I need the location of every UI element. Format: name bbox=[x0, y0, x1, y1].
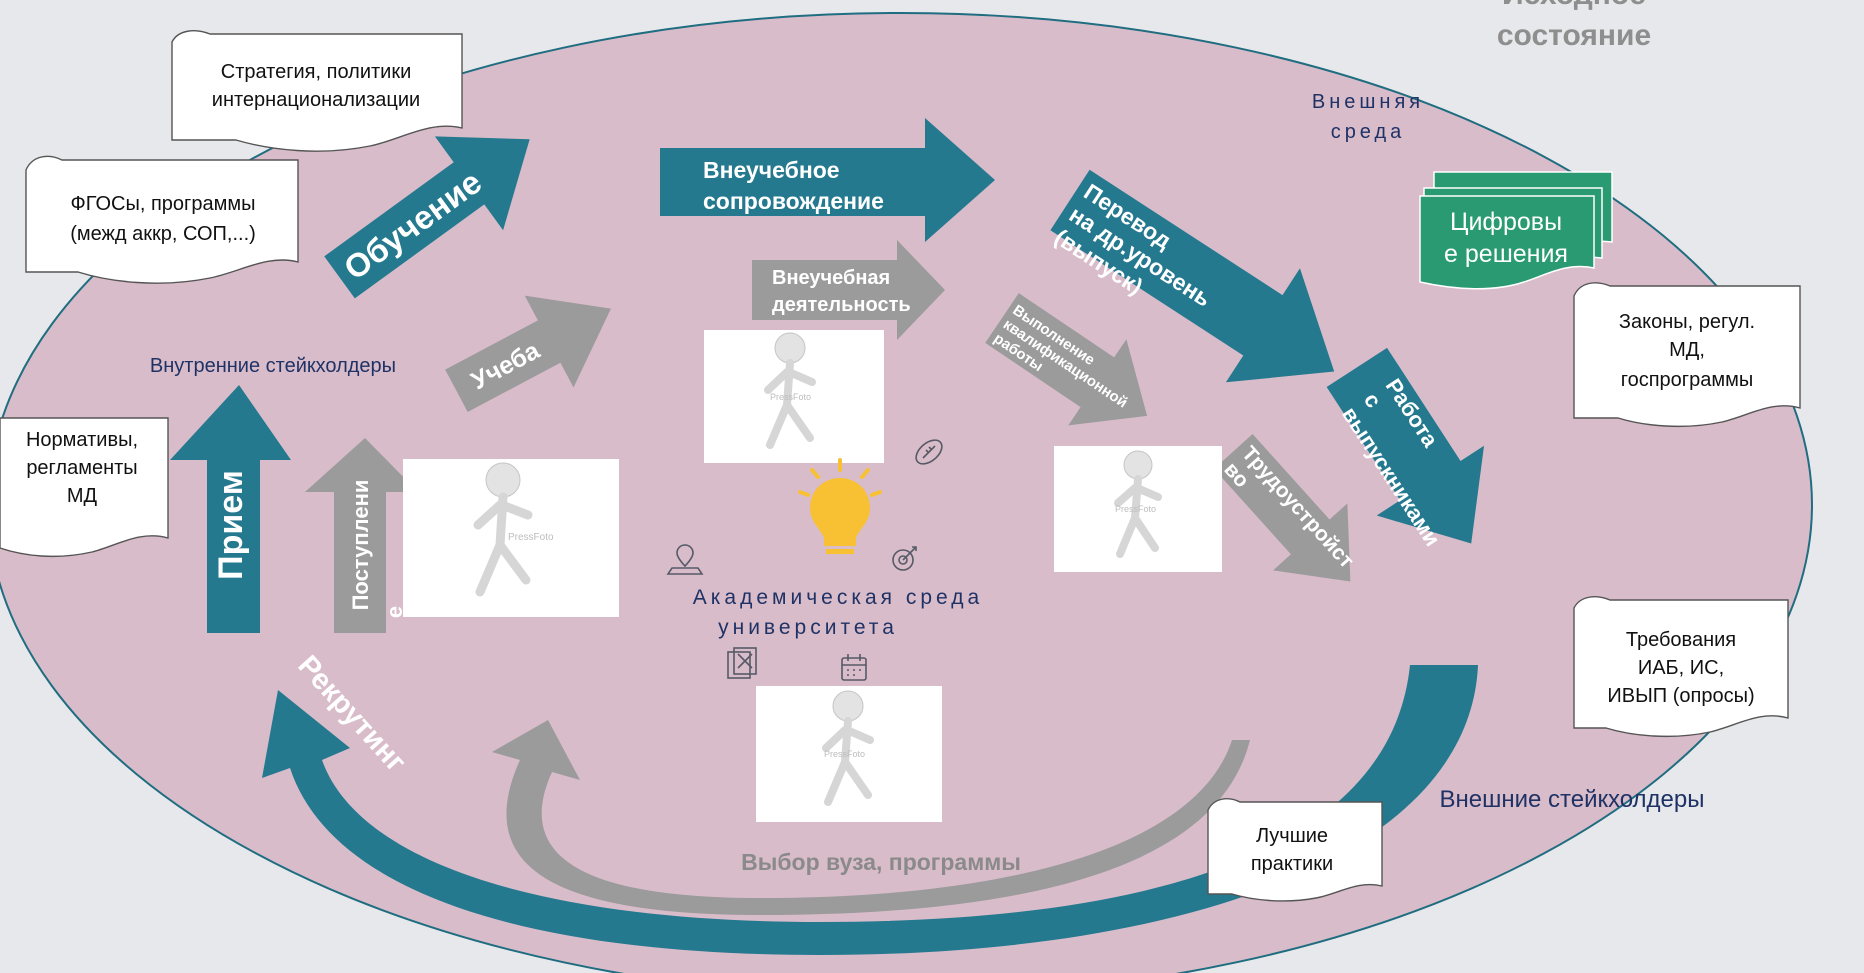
doc-requirements-line-3: ИВЫП (опросы) bbox=[1607, 685, 1754, 707]
internal-stakeholders-label: Внутренние стейкхолдеры bbox=[150, 355, 396, 377]
runner-photo-1: PressFoto bbox=[403, 459, 619, 617]
doc-norms-line-2: регламенты bbox=[26, 457, 137, 479]
external-stakeholders-label: Внешние стейкхолдеры bbox=[1439, 786, 1704, 813]
digital-solutions: Цифровы е решения bbox=[1419, 171, 1613, 290]
external-environment-line-2: среда bbox=[1331, 121, 1406, 143]
environment-ellipse bbox=[0, 12, 1813, 973]
doc-norms-line-3: МД bbox=[67, 485, 98, 507]
runner-photo-3-watermark: PressFoto bbox=[1115, 504, 1156, 514]
extracurricular-support-arrow bbox=[660, 118, 995, 242]
digital-solutions-line-1: Цифровы bbox=[1450, 208, 1562, 236]
extracurricular-activity-label-1: Внеучебная bbox=[772, 267, 890, 289]
doc-practices-line-2: практики bbox=[1251, 853, 1333, 875]
calendar-icon bbox=[841, 654, 867, 681]
doc-practices: Лучшие практики bbox=[1207, 798, 1383, 902]
academic-environment-line-1: Академическая среда bbox=[693, 586, 983, 609]
extracurricular-support-label-2: сопровождение bbox=[703, 188, 884, 214]
study-arrow: Учеба bbox=[445, 295, 611, 413]
doc-requirements-line-1: Требования bbox=[1626, 629, 1736, 651]
doc-strategy-line-2: интернационализации bbox=[212, 89, 420, 111]
runner-photo-4-watermark: PressFoto bbox=[824, 749, 865, 759]
doc-norms: Нормативы, регламенты МД bbox=[0, 417, 169, 558]
runner-photo-2: PressFoto bbox=[704, 330, 884, 463]
external-environment-line-1: Внешняя bbox=[1312, 91, 1424, 113]
admission-arrow bbox=[170, 385, 291, 633]
doc-strategy-line-1: Стратегия, политики bbox=[221, 61, 412, 83]
doc-requirements-line-2: ИАБ, ИС, bbox=[1638, 657, 1724, 679]
extracurricular-activity-label-2: деятельность bbox=[772, 294, 911, 316]
academic-environment-line-2: университета bbox=[718, 616, 898, 639]
runner-photo-2-watermark: PressFoto bbox=[770, 392, 811, 402]
extracurricular-support-label-1: Внеучебное bbox=[703, 157, 840, 183]
runner-photo-1-watermark: PressFoto bbox=[508, 532, 554, 543]
transfer-arrow: Перевод на др.уровень (выпуск) bbox=[1050, 169, 1335, 383]
enrollment-arrow bbox=[305, 438, 418, 633]
book-icon bbox=[727, 647, 757, 679]
doc-strategy: Стратегия, политики интернационализации bbox=[171, 30, 463, 152]
choice-label: Выбор вуза, программы bbox=[741, 849, 1021, 875]
doc-practices-line-1: Лучшие bbox=[1256, 825, 1328, 847]
doc-requirements: Требования ИАБ, ИС, ИВЫП (опросы) bbox=[1573, 596, 1789, 738]
doc-fgos-line-1: ФГОСы, программы bbox=[71, 193, 256, 215]
football-icon bbox=[915, 439, 943, 465]
enrollment-label-1: Поступлени bbox=[348, 480, 373, 611]
map-pin-icon bbox=[666, 544, 704, 575]
doc-norms-line-1: Нормативы, bbox=[26, 429, 138, 451]
title: Исходное состояние bbox=[1497, 0, 1651, 52]
target-icon bbox=[892, 546, 917, 571]
lightbulb-icon bbox=[798, 458, 882, 554]
doc-laws-line-1: Законы, регул. bbox=[1619, 311, 1755, 333]
digital-solutions-line-2: е решения bbox=[1444, 240, 1568, 268]
doc-laws: Законы, регул. МД, госпрограммы bbox=[1573, 282, 1801, 428]
doc-fgos-line-2: (межд аккр, СОП,...) bbox=[70, 223, 256, 245]
doc-fgos: ФГОСы, программы (межд аккр, СОП,...) bbox=[25, 155, 299, 284]
runner-photo-3: PressFoto bbox=[1054, 446, 1222, 572]
doc-laws-line-3: госпрограммы bbox=[1621, 369, 1753, 391]
title-line-2: состояние bbox=[1497, 19, 1651, 52]
admission-label: Прием bbox=[212, 470, 250, 580]
runner-photo-4: PressFoto bbox=[756, 686, 942, 822]
extracurricular-activity-arrow bbox=[752, 240, 945, 340]
choice-return-arrow bbox=[492, 720, 1250, 915]
doc-laws-line-2: МД, bbox=[1669, 339, 1705, 361]
enrollment-label-2: е bbox=[382, 606, 407, 618]
title-line-1: Исходное bbox=[1502, 0, 1646, 11]
